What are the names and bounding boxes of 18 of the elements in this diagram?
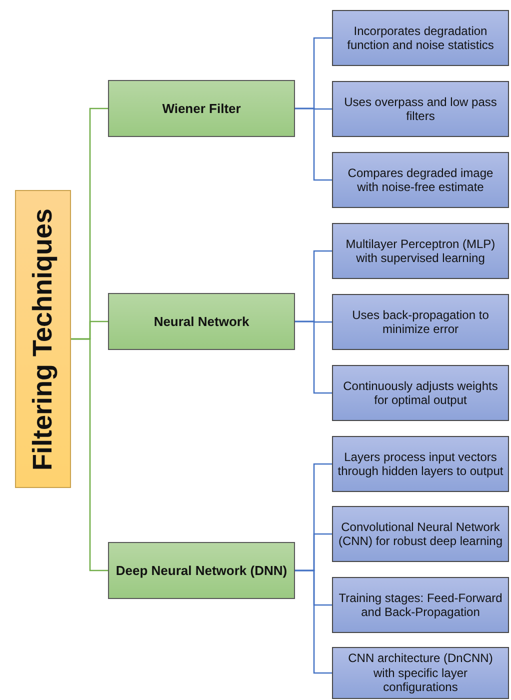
description-box: Incorporates degradation function and noise statistics (332, 10, 509, 66)
connector-line (71, 338, 108, 572)
category-box: Deep Neural Network (DNN) (108, 542, 295, 599)
description-box: Continuously adjusts weights for optimal output (332, 365, 509, 421)
category-box: Wiener Filter (108, 80, 295, 137)
category-box: Neural Network (108, 293, 295, 350)
connector-line (295, 108, 332, 181)
description-box: CNN architecture (DnCNN) with specific layer configurations (332, 647, 509, 699)
description-box: Layers process input vectors through hidden layers to output (332, 436, 509, 492)
description-box: Compares degraded image with noise-free estimate (332, 152, 509, 208)
title-box: Filtering Techniques (15, 190, 71, 488)
connector-line (295, 570, 332, 674)
connector-line (295, 320, 332, 394)
description-box: Uses overpass and low pass filters (332, 81, 509, 137)
description-box: Multilayer Perceptron (MLP) with supervised learning (332, 223, 509, 279)
description-box: Uses back-propagation to minimize error (332, 294, 509, 350)
description-box: Convolutional Neural Network (CNN) for robust deep learning (332, 506, 509, 562)
description-box: Training stages: Feed-Forward and Back-Propagation (332, 577, 509, 633)
